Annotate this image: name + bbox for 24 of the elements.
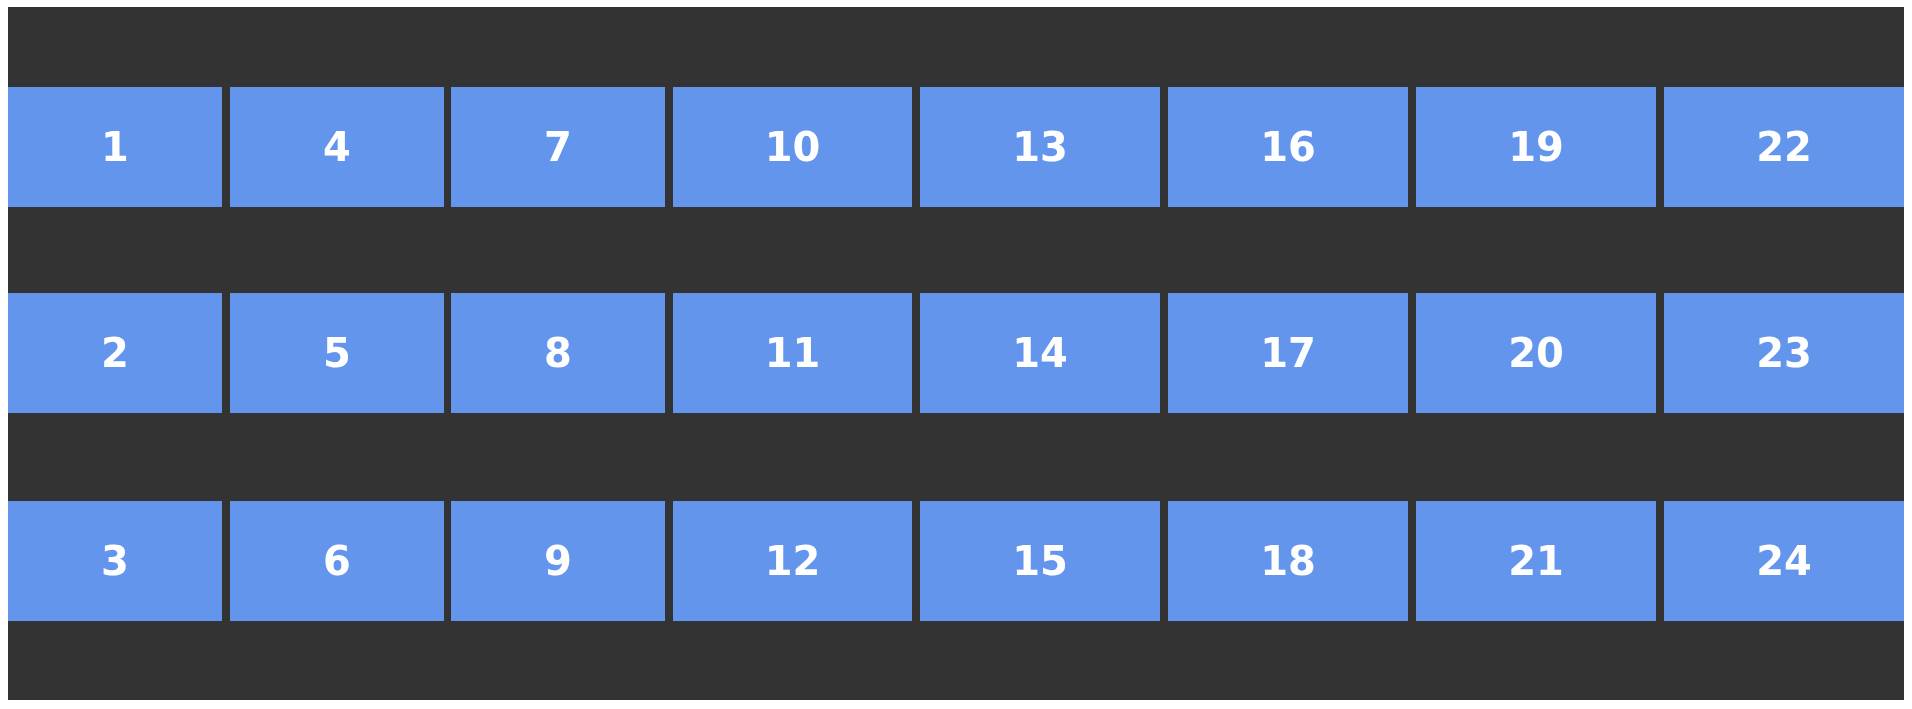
grid-item: 11 xyxy=(673,293,912,413)
grid-item: 5 xyxy=(230,293,444,413)
grid-item: 17 xyxy=(1168,293,1408,413)
grid-item: 4 xyxy=(230,87,444,207)
grid-item: 2 xyxy=(8,293,222,413)
grid-item: 8 xyxy=(451,293,665,413)
grid-item: 9 xyxy=(451,501,665,621)
grid-item: 6 xyxy=(230,501,444,621)
grid-item: 3 xyxy=(8,501,222,621)
grid-item: 20 xyxy=(1416,293,1656,413)
grid-item: 13 xyxy=(920,87,1160,207)
grid-item: 22 xyxy=(1664,87,1904,207)
grid-item: 18 xyxy=(1168,501,1408,621)
grid-item: 19 xyxy=(1416,87,1656,207)
grid-item: 15 xyxy=(920,501,1160,621)
grid-item: 10 xyxy=(673,87,912,207)
grid-item: 24 xyxy=(1664,501,1904,621)
grid-item: 12 xyxy=(673,501,912,621)
grid-item: 21 xyxy=(1416,501,1656,621)
grid-item: 7 xyxy=(451,87,665,207)
grid-item: 14 xyxy=(920,293,1160,413)
grid-item: 23 xyxy=(1664,293,1904,413)
grid-item: 16 xyxy=(1168,87,1408,207)
grid-item: 1 xyxy=(8,87,222,207)
